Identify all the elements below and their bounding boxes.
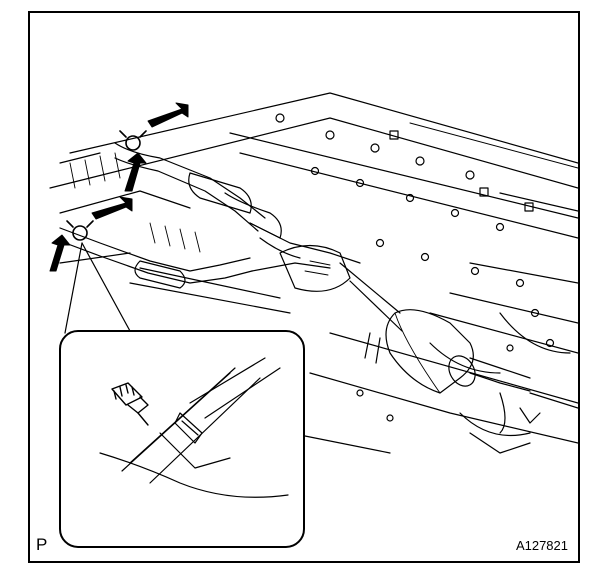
arrow-icon xyxy=(91,196,133,220)
oxygen-sensor-icon xyxy=(66,220,94,241)
exhaust-system-illustration xyxy=(49,92,578,548)
figure-code-label: A127821 xyxy=(515,538,568,553)
bolt-icon xyxy=(174,412,203,444)
arrow-icon xyxy=(147,102,189,128)
oxygen-sensor-icon xyxy=(111,382,149,426)
view-marker-label: P xyxy=(36,535,48,554)
oxygen-sensor-icon xyxy=(119,130,147,151)
detail-inset xyxy=(59,330,305,548)
arrow-icon xyxy=(124,152,147,192)
callout-leader-line xyxy=(81,242,131,332)
exhaust-pipe-assembly xyxy=(59,142,541,434)
arrow-icon xyxy=(49,234,71,272)
vehicle-underbody xyxy=(49,92,578,454)
diagram-frame: P A127821 xyxy=(28,11,580,563)
callout-leader-line xyxy=(64,242,83,334)
